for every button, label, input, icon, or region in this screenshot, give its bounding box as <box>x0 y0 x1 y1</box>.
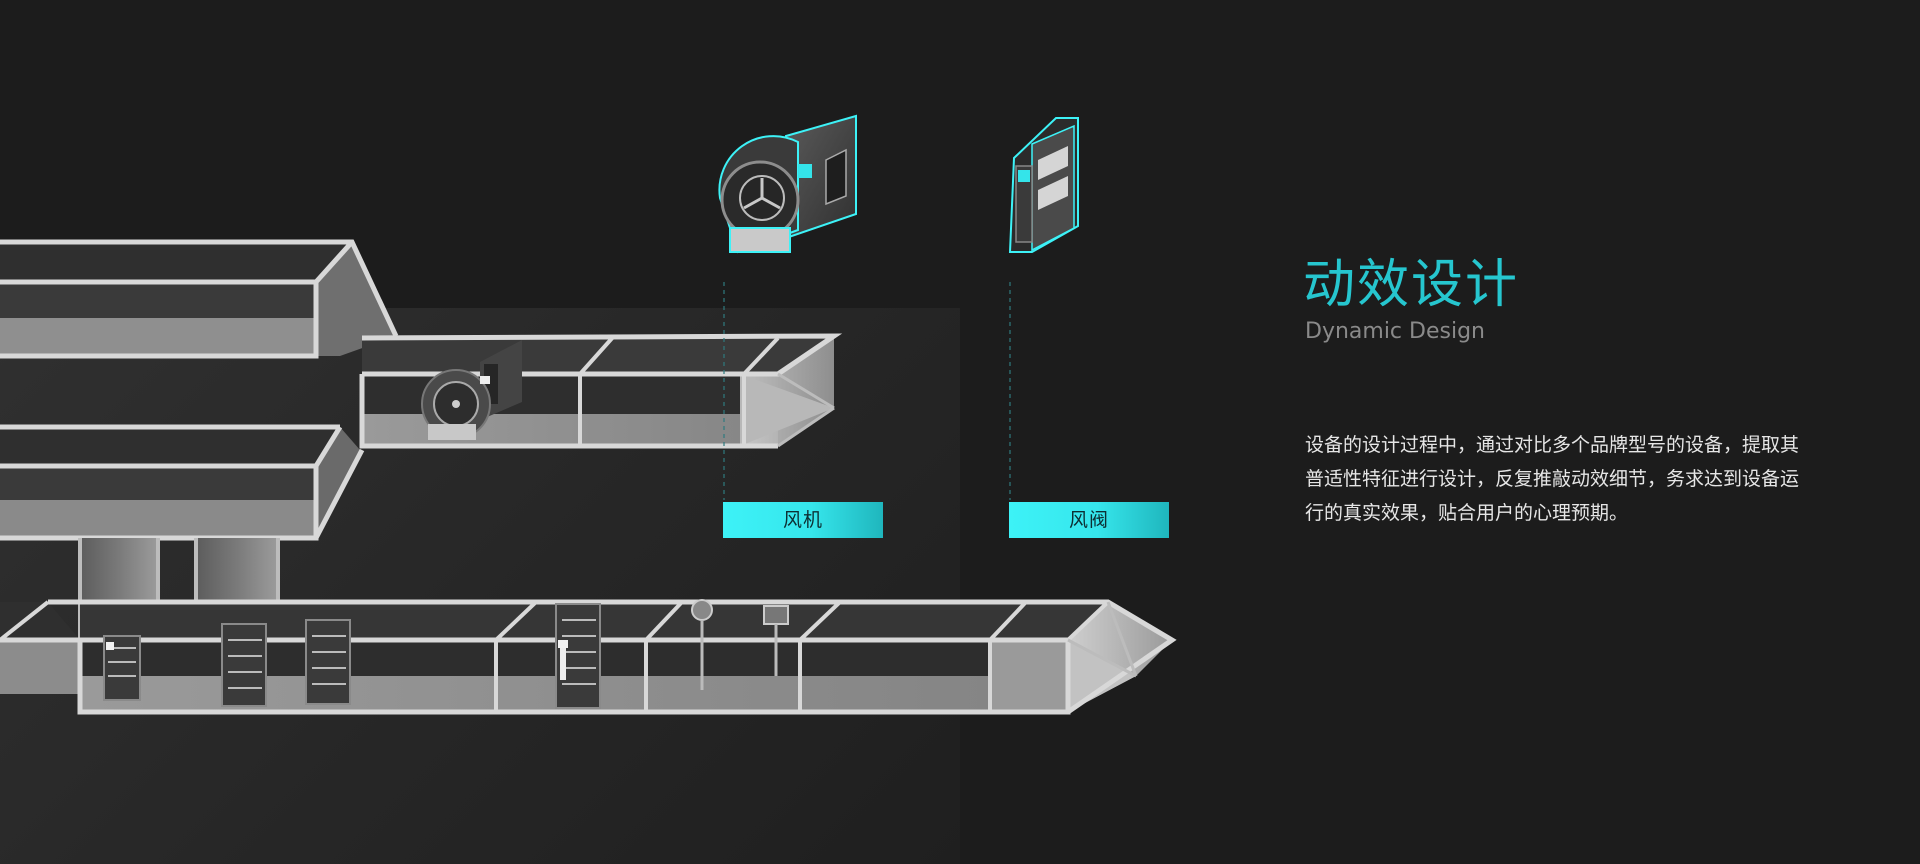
sensor-probe-icon <box>763 605 789 676</box>
valve-label: 风阀 <box>1009 502 1169 538</box>
lower-duct <box>0 599 1177 715</box>
page-subtitle: Dynamic Design <box>1305 319 1485 344</box>
duct-fan-icon <box>421 340 522 440</box>
upper-left-duct <box>0 239 399 640</box>
damper-unit <box>555 603 601 709</box>
damper-unit <box>221 623 267 707</box>
page-title: 动效设计 <box>1303 255 1520 315</box>
description-text: 设备的设计过程中，通过对比多个品牌型号的设备，提取其普适性特征进行设计，反复推敲… <box>1305 434 1800 524</box>
sensor-probe-icon <box>691 599 713 690</box>
damper-unit <box>103 635 141 701</box>
damper-unit <box>305 619 351 705</box>
fan-label: 风机 <box>723 502 883 538</box>
fan-icon <box>718 114 857 254</box>
damper-valve-icon <box>1008 117 1079 253</box>
middle-duct <box>359 333 843 449</box>
